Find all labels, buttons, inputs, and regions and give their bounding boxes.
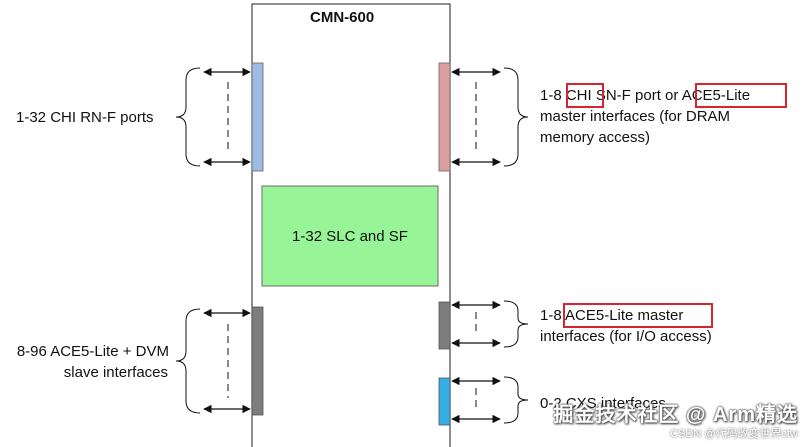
io-label-line-1: 1-8 ACE5-Lite master — [540, 307, 684, 324]
slave-label-line-1: 8-96 ACE5-Lite + DVM — [16, 343, 169, 360]
slc-sf-block — [261, 185, 439, 287]
io-brace — [503, 300, 529, 348]
cxs-label: 0-2 CXS interfaces — [540, 395, 666, 412]
cxs-port-bar — [438, 377, 451, 426]
sn-f-port-bar — [438, 62, 451, 172]
diagram-title: CMN-600 — [310, 9, 375, 26]
sn-f-label-line-2: master interfaces (for DRAM — [540, 108, 731, 125]
highlight-ace5-lite — [695, 83, 787, 108]
slave-brace — [175, 308, 201, 414]
sn-f-ports-label: 1-8 CHI SN-F port or ACE5-Lite master in… — [540, 85, 750, 148]
highlight-chi — [566, 83, 604, 108]
rn-f-ports-label: 1-32 CHI RN-F ports — [16, 109, 154, 126]
watermark: 掘金技术社区 @ Arm精选 CSDN @代码改变世界ctw — [553, 398, 798, 441]
sn-f-brace — [503, 67, 529, 167]
watermark-sub: CSDN @代码改变世界ctw — [670, 428, 798, 440]
slave-interfaces-label: 8-96 ACE5-Lite + DVM slave interfaces — [16, 341, 169, 383]
io-master-label: 1-8 ACE5-Lite master interfaces (for I/O… — [540, 305, 712, 347]
io-master-port-bar — [438, 301, 451, 350]
io-label-line-2: interfaces (for I/O access) — [540, 328, 712, 345]
slave-port-bar — [251, 306, 264, 416]
rn-f-port-bar — [251, 62, 264, 172]
rn-f-brace — [175, 67, 201, 167]
highlight-ace5-lite-master — [563, 303, 713, 328]
sn-f-label-line-3: memory access) — [540, 129, 651, 146]
slc-label: 1-32 SLC and SF — [292, 228, 408, 245]
watermark-main: 掘金技术社区 @ Arm精选 — [553, 404, 798, 426]
slave-label-line-2: slave interfaces — [63, 364, 168, 381]
sn-f-label-line-1: 1-8 CHI SN-F port or ACE5-Lite — [540, 87, 751, 104]
cxs-brace — [503, 376, 529, 424]
